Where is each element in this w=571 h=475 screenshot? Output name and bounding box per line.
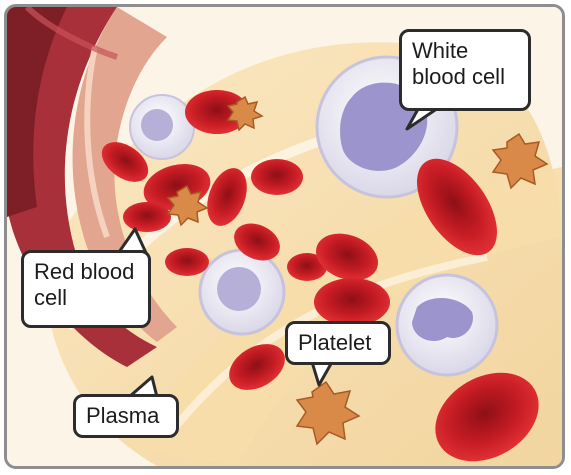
red-blood-cell xyxy=(251,159,303,195)
white-blood-cell xyxy=(130,95,194,159)
diagram-frame: White blood cell Red blood cell Platelet… xyxy=(4,4,565,469)
white-blood-cell-label-line-2: blood cell xyxy=(412,64,518,90)
plasma-label-text: Plasma xyxy=(86,403,166,429)
red-blood-cell-label-line-1: Red blood xyxy=(34,259,138,285)
red-blood-cell xyxy=(165,248,209,276)
white-blood-cell xyxy=(397,275,497,375)
white-blood-cell-label: White blood cell xyxy=(399,29,531,111)
red-blood-cell-label-line-2: cell xyxy=(34,285,138,311)
platelet-label: Platelet xyxy=(285,321,391,365)
white-blood-cell-label-line-1: White xyxy=(412,38,518,64)
plasma-label: Plasma xyxy=(73,394,179,438)
platelet-label-text: Platelet xyxy=(298,330,378,356)
white-blood-cell xyxy=(200,250,284,334)
red-blood-cell xyxy=(314,278,390,326)
red-blood-cell-label: Red blood cell xyxy=(21,250,151,328)
red-blood-cell xyxy=(123,202,171,232)
